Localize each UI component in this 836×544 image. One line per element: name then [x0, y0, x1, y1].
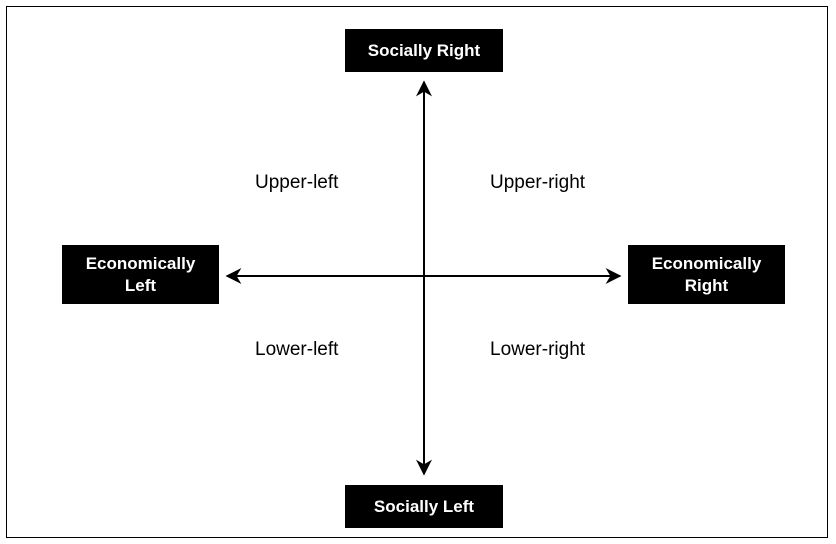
pole-economically-right: Economically Right — [628, 245, 785, 304]
quadrant-upper-left: Upper-left — [255, 172, 339, 193]
pole-socially-right: Socially Right — [345, 29, 503, 72]
pole-socially-left: Socially Left — [345, 485, 503, 528]
quadrant-lower-left: Lower-left — [255, 339, 339, 360]
quadrant-upper-right: Upper-right — [490, 172, 586, 193]
quadrant-lower-right: Lower-right — [490, 339, 586, 360]
pole-economically-left: Economically Left — [62, 245, 219, 304]
